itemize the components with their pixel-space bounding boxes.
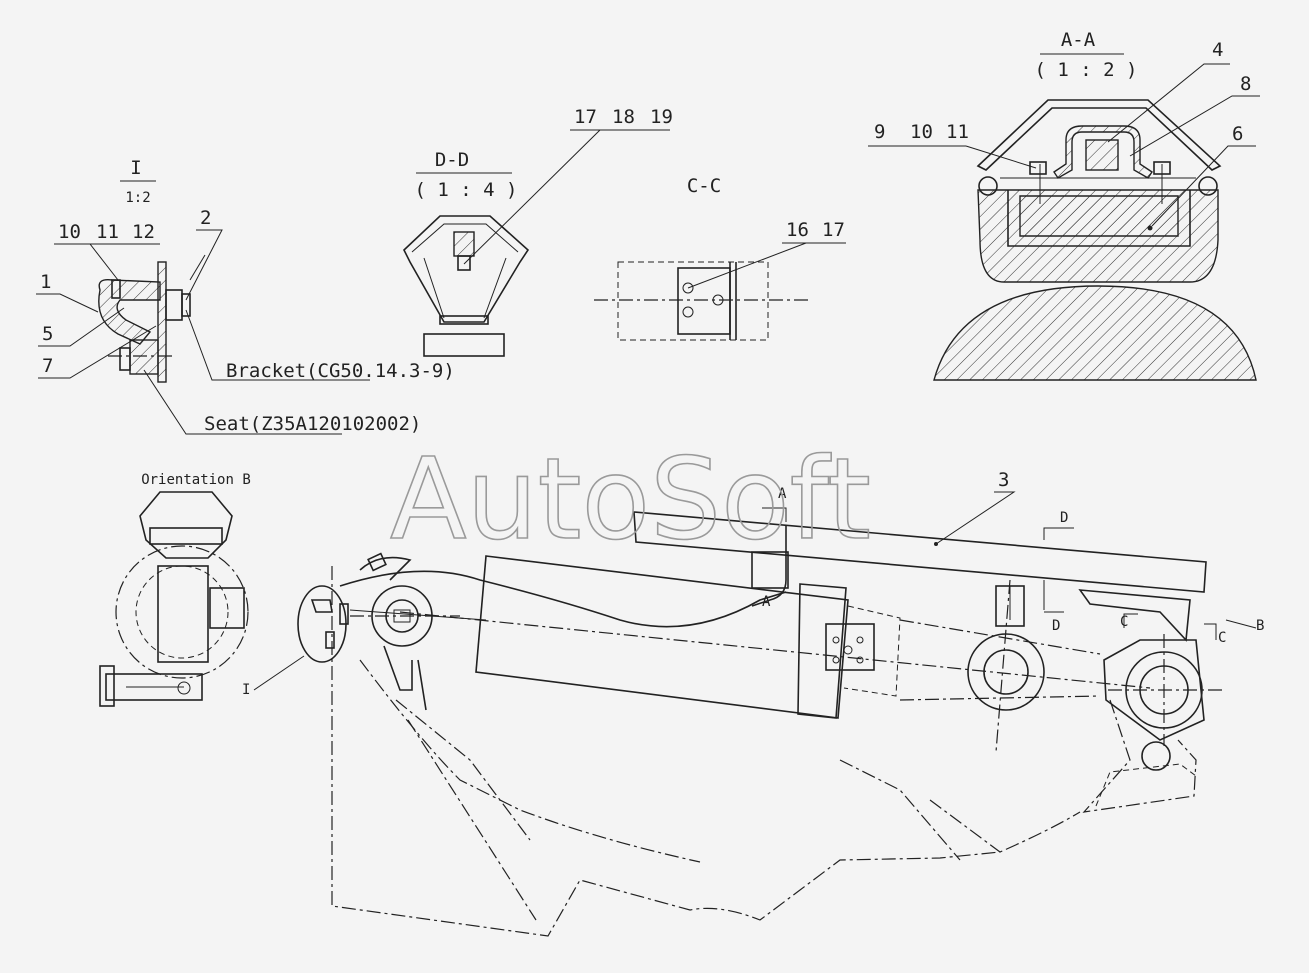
callout-8: 8 <box>1240 73 1251 95</box>
section-mark-c-right: C <box>1218 630 1226 646</box>
callout-18: 18 <box>612 106 635 128</box>
callout-2: 2 <box>200 207 211 229</box>
callout-9: 9 <box>874 121 885 143</box>
main-assembly-view: 3 A A D D C C B <box>242 469 1264 937</box>
seat-annotation: Seat(Z35A120102002) <box>204 413 421 435</box>
section-mark-a-bottom: A <box>762 594 771 610</box>
detail-i-scale: 1:2 <box>125 190 150 206</box>
callout-5: 5 <box>42 323 53 345</box>
callout-16: 16 <box>786 219 809 241</box>
section-dd-view: D-D ( 1 : 4 ) 17 18 19 <box>403 106 673 357</box>
section-aa-view: A-A ( 1 : 2 ) 4 8 6 9 10 11 <box>868 29 1260 381</box>
section-cc-view: C-C 16 17 <box>594 175 846 341</box>
callout-4: 4 <box>1212 39 1223 61</box>
section-aa-title: A-A <box>1061 29 1096 51</box>
section-mark-d-bottom: D <box>1052 618 1060 634</box>
callout-11-aa: 11 <box>946 121 969 143</box>
section-mark-c-left: C <box>1120 614 1128 630</box>
bracket-annotation: Bracket(CG50.14.3-9) <box>226 360 455 382</box>
section-aa-scale: ( 1 : 2 ) <box>1035 59 1138 81</box>
callout-10: 10 <box>58 221 81 243</box>
section-mark-a-top: A <box>778 486 787 502</box>
callout-17-cc: 17 <box>822 219 845 241</box>
detail-i-view: I 1:2 10 11 12 2 1 5 7 Bracket(CG50.14.3… <box>36 157 455 435</box>
detail-i-title: I <box>130 157 141 179</box>
orientation-b-view: Orientation B <box>99 472 251 707</box>
section-cc-title: C-C <box>687 175 721 197</box>
callout-7: 7 <box>42 355 53 377</box>
watermark-text: AutoSoft <box>390 435 871 565</box>
callout-19: 19 <box>650 106 673 128</box>
callout-12: 12 <box>132 221 155 243</box>
callout-10-aa: 10 <box>910 121 933 143</box>
section-dd-title: D-D <box>435 149 469 171</box>
section-mark-detail-i: I <box>242 682 250 698</box>
section-dd-scale: ( 1 : 4 ) <box>415 179 518 201</box>
callout-17-dd: 17 <box>574 106 597 128</box>
callout-11: 11 <box>96 221 119 243</box>
callout-1: 1 <box>40 271 51 293</box>
callout-6: 6 <box>1232 123 1243 145</box>
section-mark-b: B <box>1256 618 1264 634</box>
callout-3: 3 <box>998 469 1009 491</box>
orientation-b-title: Orientation B <box>141 472 251 488</box>
section-mark-d-top: D <box>1060 510 1068 526</box>
